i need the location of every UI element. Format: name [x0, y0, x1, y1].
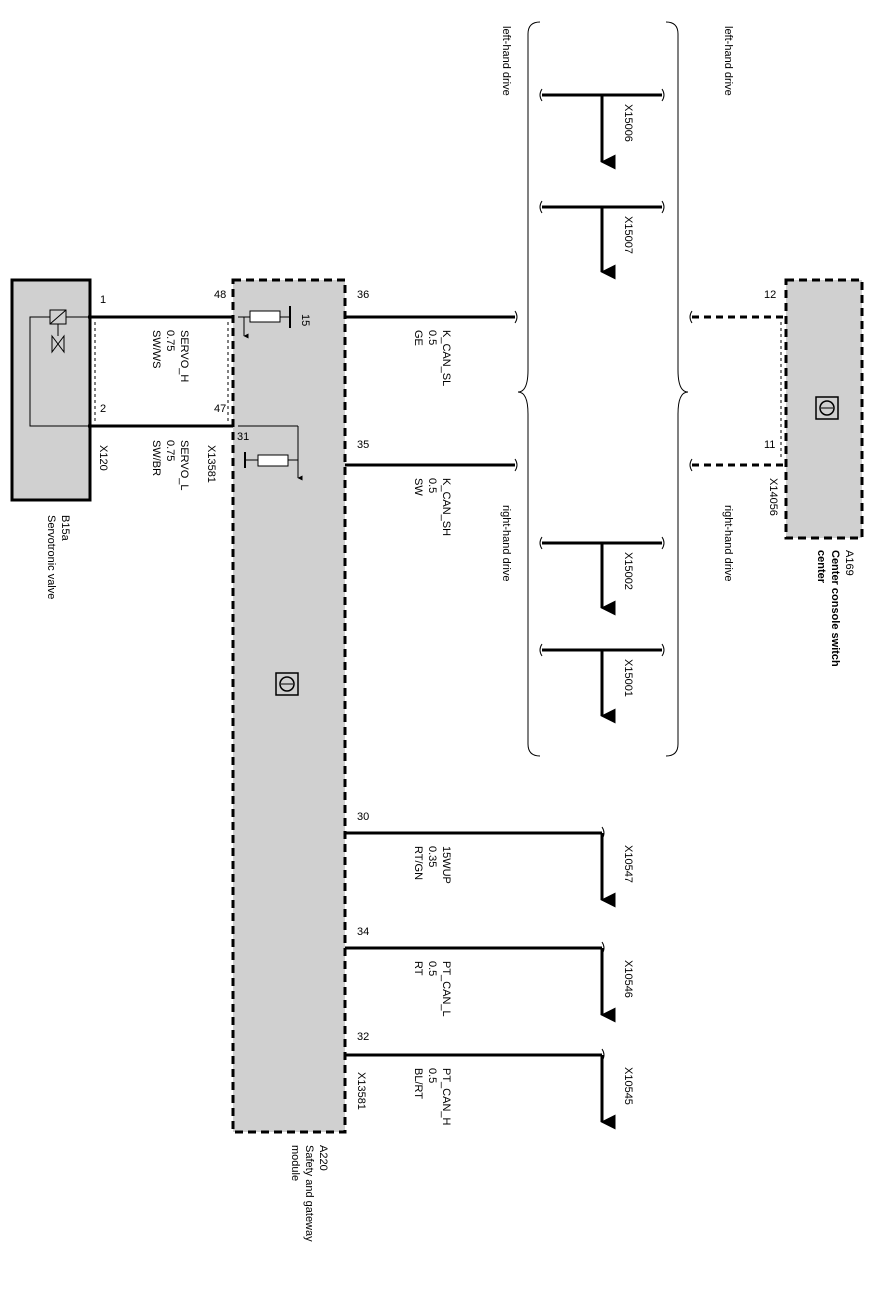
a220-connector-top: X13581	[205, 445, 217, 483]
wire-servo-l-color: SW/BR	[150, 440, 162, 476]
connector-x15001: X15001	[539, 643, 665, 724]
kcan-wires: K_CAN_SL 0.5 GE K_CAN_SH 0.5 SW	[345, 310, 518, 536]
note-left-hand-drive-2: left-hand drive	[722, 26, 734, 96]
connector-x10545-label: X10545	[622, 1067, 634, 1105]
wire-k-can-sl-size: 0.5	[426, 330, 438, 345]
wire-pt-can-l-size: 0.5	[426, 961, 438, 976]
a220-name-line2: module	[289, 1145, 301, 1181]
b15a-name: Servotronic valve	[45, 515, 57, 599]
b15a-pin2: 2	[100, 403, 106, 415]
a169-pin12: 12	[764, 289, 776, 301]
connector-x15002: X15002	[539, 536, 665, 616]
connector-x15007: X15007	[539, 200, 665, 280]
wire-15wup: 15WUP 0.35 RT/GN X10547	[345, 826, 634, 908]
wire-15wup-size: 0.35	[426, 846, 438, 867]
a220-pin36: 36	[357, 289, 369, 301]
wire-pt-can-l: PT_CAN_L 0.5 RT X10546	[345, 941, 634, 1023]
wire-k-can-sh-signal: K_CAN_SH	[440, 478, 452, 536]
a220-body	[231, 278, 347, 1134]
a169-connector: X14056	[767, 478, 779, 516]
a169-pin11: 11	[764, 439, 775, 451]
servo-wires: SERVO_H 0.75 SW/WS SERVO_L 0.75 SW/BR	[88, 315, 233, 491]
resistor-icon	[249, 310, 281, 323]
connector-x15001-label: X15001	[622, 659, 634, 697]
drive-options-brace: left-hand drive left-hand drive right-ha…	[500, 21, 734, 757]
a220-internal-31: 31	[237, 431, 249, 443]
resistor-icon	[257, 454, 289, 467]
a220-pin32: 32	[357, 1031, 369, 1043]
wire-k-can-sl-signal: K_CAN_SL	[440, 330, 452, 386]
wire-servo-l-signal: SERVO_L	[178, 440, 190, 491]
wire-servo-h-signal: SERVO_H	[178, 330, 190, 382]
wire-servo-h-color: SW/WS	[150, 330, 162, 369]
a220-pin35: 35	[357, 439, 369, 451]
a169-name-line2: center	[815, 550, 827, 584]
wire-pt-can-l-signal: PT_CAN_L	[440, 961, 452, 1017]
a220-pin34: 34	[357, 926, 369, 938]
connector-x15007-label: X15007	[622, 216, 634, 254]
wire-15wup-color: RT/GN	[412, 846, 424, 880]
note-left-hand-drive-1: left-hand drive	[500, 26, 512, 96]
b15a-servotronic-valve: 1 2 X120 B15a Servotronic valve	[10, 278, 109, 599]
b15a-connector: X120	[97, 445, 109, 471]
connector-x10546-label: X10546	[622, 960, 634, 998]
a220-name-line1: Safety and gateway	[303, 1145, 315, 1242]
note-right-hand-drive-1: right-hand drive	[500, 505, 512, 581]
connector-x15006: X15006	[539, 88, 665, 170]
lower-wires: 15WUP 0.35 RT/GN X10547 PT_CAN_L 0.5 RT …	[345, 826, 634, 1130]
wire-pt-can-h-signal: PT_CAN_H	[440, 1068, 452, 1126]
a220-pin30: 30	[357, 811, 369, 823]
wire-k-can-sh-color: SW	[412, 478, 424, 496]
wire-pt-can-h: PT_CAN_H 0.5 BL/RT X10545	[345, 1048, 634, 1130]
internal-circuit-15: 15	[238, 306, 311, 339]
wire-pt-can-h-size: 0.5	[426, 1068, 438, 1083]
valve-solenoid-icon	[29, 309, 88, 427]
a220-connector-bottom: X13581	[355, 1072, 367, 1110]
wire-pt-can-l-color: RT	[412, 961, 424, 976]
a220-pin48: 48	[214, 289, 226, 301]
a169-code: A169	[843, 550, 855, 576]
wire-k-can-sl-color: GE	[412, 330, 424, 346]
a169-body	[784, 278, 864, 540]
module-symbol-icon	[815, 396, 839, 420]
b15a-body	[10, 278, 92, 502]
wire-k-can-sh-size: 0.5	[426, 478, 438, 493]
b15a-pin1: 1	[100, 294, 106, 306]
wire-servo-l-size: 0.75	[164, 440, 176, 461]
note-right-hand-drive-2: right-hand drive	[722, 505, 734, 581]
a220-code: A220	[317, 1145, 329, 1171]
connector-x15006-label: X15006	[622, 104, 634, 142]
wire-15wup-signal: 15WUP	[440, 846, 452, 884]
internal-circuit-31: 31	[237, 425, 303, 481]
connector-x10547-label: X10547	[622, 845, 634, 883]
wire-pt-can-h-color: BL/RT	[412, 1068, 424, 1099]
connector-x15002-label: X15002	[622, 552, 634, 590]
wire-servo-h-size: 0.75	[164, 330, 176, 351]
a169-center-console-switch: 12 11 X14056 A169 Center console switch …	[689, 278, 864, 667]
b15a-code: B15a	[59, 515, 71, 542]
a220-safety-gateway-module: 15 31 48 47 X13581 36 35 30 34 32 X13581…	[205, 278, 369, 1242]
a220-pin47: 47	[214, 403, 226, 415]
a169-name-line1: Center console switch	[829, 550, 841, 667]
module-symbol-icon	[275, 672, 299, 696]
a220-internal-15: 15	[299, 314, 311, 326]
